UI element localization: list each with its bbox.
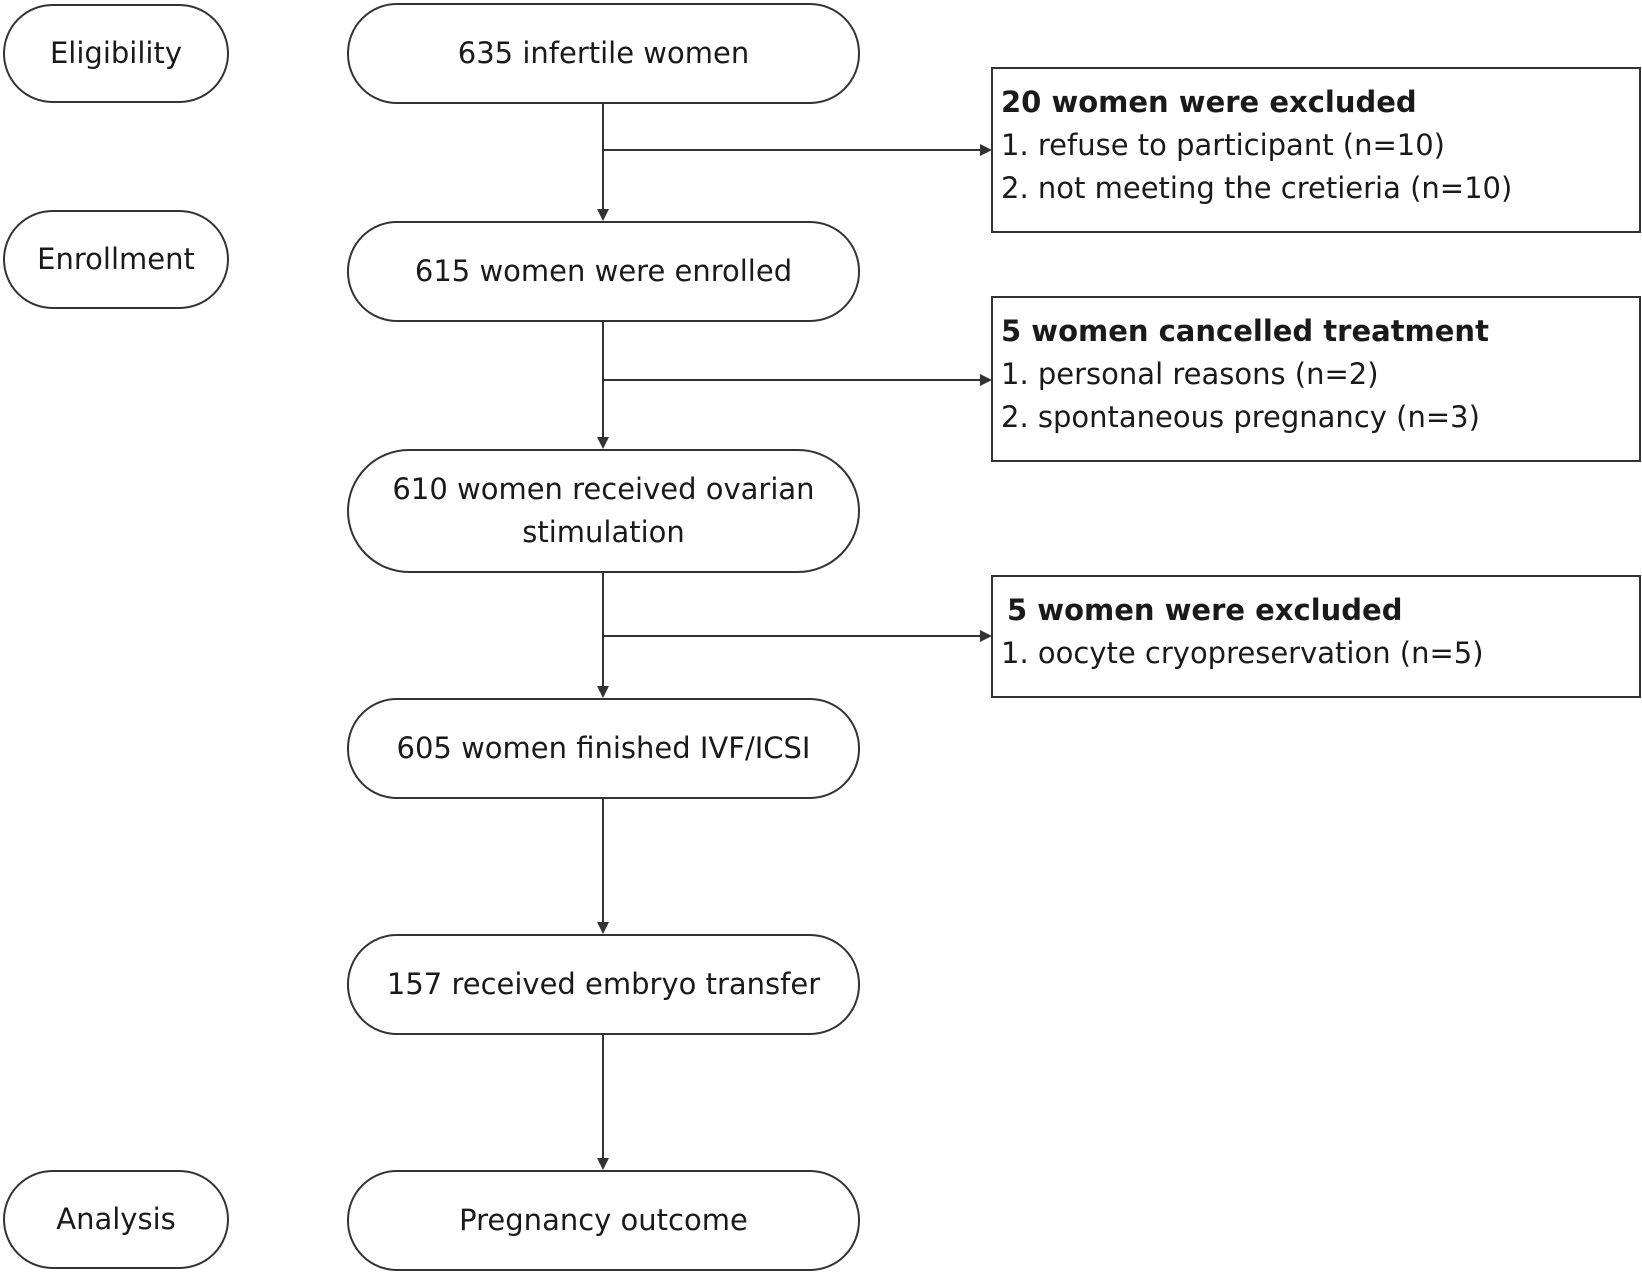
node-infertile-women-label: 635 infertile women (457, 36, 750, 70)
node-infertile-women: 635 infertile women (347, 3, 860, 104)
exclusion-box-3: 5 women were excluded 1. oocyte cryopres… (991, 575, 1641, 698)
stage-analysis-label: Analysis (56, 1202, 176, 1236)
exclusion-2-title: 5 women cancelled treatment (1001, 314, 1489, 348)
exclusion-2-item-1: 1. personal reasons (n=2) (1001, 357, 1379, 391)
stage-enrollment-label: Enrollment (37, 242, 195, 276)
exclusion-box-2: 5 women cancelled treatment 1. personal … (991, 296, 1641, 462)
node-pregnancy-outcome: Pregnancy outcome (347, 1170, 860, 1271)
node-finished-ivf-label: 605 women finished IVF/ICSI (396, 731, 811, 765)
exclusion-1-item-1: 1. refuse to participant (n=10) (1001, 128, 1445, 162)
exclusion-2-item-2: 2. spontaneous pregnancy (n=3) (1001, 400, 1480, 434)
stage-analysis: Analysis (3, 1170, 229, 1269)
exclusion-1-title: 20 women were excluded (1001, 85, 1417, 119)
stage-eligibility: Eligibility (3, 4, 229, 103)
node-ovarian-stimulation: 610 women received ovarian stimulation (347, 449, 860, 573)
node-enrolled-label: 615 women were enrolled (414, 254, 793, 288)
exclusion-3-item-1: 1. oocyte cryopreservation (n=5) (1001, 636, 1484, 670)
stage-eligibility-label: Eligibility (49, 36, 182, 70)
node-enrolled: 615 women were enrolled (347, 221, 860, 322)
exclusion-1-item-2: 2. not meeting the cretieria (n=10) (1001, 171, 1513, 205)
node-pregnancy-outcome-label: Pregnancy outcome (459, 1203, 748, 1237)
exclusion-3-title: 5 women were excluded (1007, 593, 1403, 627)
exclusion-box-1: 20 women were excluded 1. refuse to part… (991, 67, 1641, 233)
node-embryo-transfer-label: 157 received embryo transfer (386, 967, 821, 1001)
node-embryo-transfer: 157 received embryo transfer (347, 934, 860, 1035)
node-ovarian-stimulation-label: 610 women received ovarian stimulation (392, 472, 815, 549)
node-finished-ivf: 605 women finished IVF/ICSI (347, 698, 860, 799)
stage-enrollment: Enrollment (3, 210, 229, 309)
